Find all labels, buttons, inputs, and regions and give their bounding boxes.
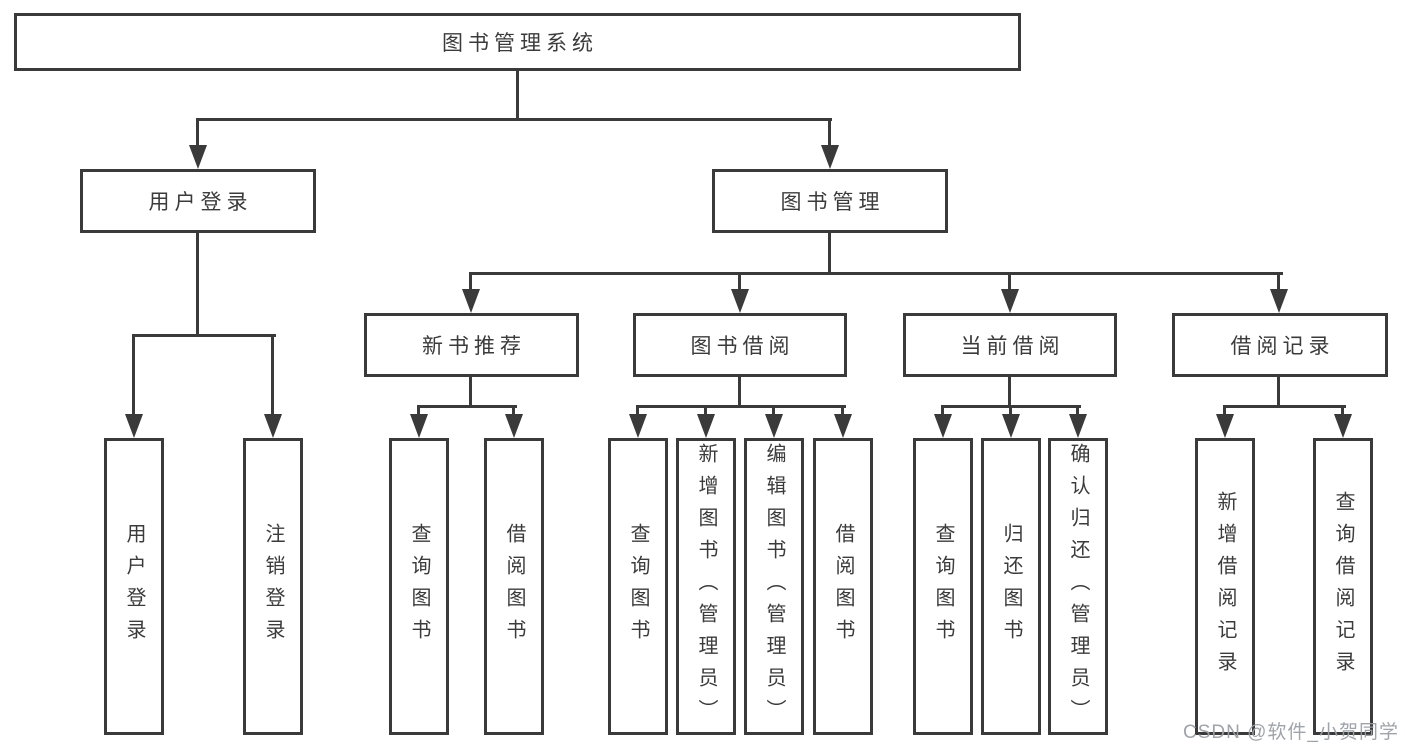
- leaf-label: 归还图书: [1000, 522, 1022, 651]
- leaf-return-book: 归还图书: [981, 438, 1041, 735]
- leaf-label: 查询借阅记录: [1332, 490, 1354, 683]
- leaf-query-books-current: 查询图书: [913, 438, 973, 735]
- leaf-label: 确认归还（管理员）: [1067, 442, 1089, 731]
- leaf-query-books-borrow: 查询图书: [608, 438, 668, 735]
- leaf-borrow-books: 借阅图书: [813, 438, 873, 735]
- connector-line: [1277, 274, 1280, 291]
- connector-line: [271, 336, 274, 416]
- arrowhead-down-icon: [1334, 414, 1352, 438]
- node-label: 当前借阅: [960, 335, 1065, 358]
- connector-line: [132, 336, 135, 416]
- connector-line: [828, 233, 831, 275]
- arrowhead-down-icon: [731, 289, 749, 313]
- leaf-add-book-admin: 新增图书（管理员）: [676, 438, 736, 735]
- connector-line: [1008, 377, 1011, 408]
- arrowhead-down-icon: [1001, 289, 1019, 313]
- connector-line: [1076, 407, 1079, 416]
- arrowhead-down-icon: [505, 414, 523, 438]
- connector-line: [512, 407, 515, 416]
- leaf-label: 注销登录: [262, 522, 284, 651]
- connector-line: [738, 377, 741, 408]
- arrowhead-down-icon: [821, 145, 839, 169]
- connector-line: [417, 405, 517, 408]
- leaf-label: 新增图书（管理员）: [695, 442, 717, 731]
- connector-line: [196, 118, 832, 121]
- connector-line: [1277, 377, 1280, 408]
- arrowhead-down-icon: [934, 414, 952, 438]
- leaf-user-login: 用户登录: [104, 438, 164, 735]
- node-label: 新书推荐: [422, 335, 526, 358]
- arrowhead-down-icon: [264, 414, 282, 438]
- node-borrow-records: 借阅记录: [1172, 313, 1388, 377]
- arrowhead-down-icon: [765, 414, 783, 438]
- connector-line: [772, 407, 775, 416]
- arrowhead-down-icon: [629, 414, 647, 438]
- connector-line: [469, 274, 472, 291]
- connector-line: [516, 71, 519, 118]
- node-user-login: 用户登录: [80, 169, 316, 233]
- leaf-label: 查询图书: [627, 522, 649, 651]
- leaf-confirm-return-admin: 确认归还（管理员）: [1048, 438, 1108, 735]
- arrowhead-down-icon: [410, 414, 428, 438]
- leaf-borrow-books-recommend: 借阅图书: [484, 438, 544, 735]
- connector-line: [417, 407, 420, 416]
- node-book-management: 图书管理: [712, 169, 948, 233]
- leaf-query-borrow-record: 查询借阅记录: [1313, 438, 1373, 735]
- leaf-logout: 注销登录: [243, 438, 303, 735]
- connector-line: [469, 272, 1283, 275]
- watermark: CSDN @软件_小贺同学: [1183, 722, 1399, 743]
- node-new-book-recommend: 新书推荐: [364, 313, 579, 377]
- connector-line: [469, 377, 472, 408]
- connector-line: [636, 405, 846, 408]
- leaf-edit-book-admin: 编辑图书（管理员）: [744, 438, 804, 735]
- connector-line: [1223, 405, 1346, 408]
- arrowhead-down-icon: [834, 414, 852, 438]
- arrowhead-down-icon: [1069, 414, 1087, 438]
- leaf-add-borrow-record: 新增借阅记录: [1195, 438, 1255, 735]
- connector-line: [941, 405, 1081, 408]
- node-library-management-system: 图书管理系统: [14, 13, 1021, 71]
- leaf-label: 借阅图书: [503, 522, 525, 651]
- node-label: 图书借阅: [690, 335, 795, 358]
- connector-line: [841, 407, 844, 416]
- node-label: 借阅记录: [1230, 335, 1335, 358]
- connector-line: [738, 274, 741, 291]
- arrowhead-down-icon: [1270, 289, 1288, 313]
- node-book-borrow: 图书借阅: [633, 313, 847, 377]
- connector-line: [196, 233, 199, 337]
- node-label: 图书管理系统: [442, 32, 598, 55]
- connector-line: [636, 407, 639, 416]
- connector-line: [941, 407, 944, 416]
- connector-line: [704, 407, 707, 416]
- connector-line: [1008, 274, 1011, 291]
- arrowhead-down-icon: [697, 414, 715, 438]
- leaf-label: 查询图书: [932, 522, 954, 651]
- leaf-label: 编辑图书（管理员）: [763, 442, 785, 731]
- connector-line: [1223, 407, 1226, 416]
- connector-line: [1009, 407, 1012, 416]
- node-current-borrow: 当前借阅: [903, 313, 1117, 377]
- arrowhead-down-icon: [1216, 414, 1234, 438]
- arrowhead-down-icon: [189, 145, 207, 169]
- leaf-label: 用户登录: [123, 522, 145, 651]
- arrowhead-down-icon: [462, 289, 480, 313]
- leaf-label: 查询图书: [408, 522, 430, 651]
- node-label: 用户登录: [148, 191, 253, 214]
- connector-line: [828, 120, 831, 147]
- connector-line: [132, 334, 276, 337]
- arrowhead-down-icon: [125, 414, 143, 438]
- connector-line: [1341, 407, 1344, 416]
- leaf-label: 新增借阅记录: [1214, 490, 1236, 683]
- leaf-label: 借阅图书: [832, 522, 854, 651]
- connector-line: [196, 120, 199, 147]
- node-label: 图书管理: [780, 191, 885, 214]
- leaf-query-books-recommend: 查询图书: [389, 438, 449, 735]
- arrowhead-down-icon: [1002, 414, 1020, 438]
